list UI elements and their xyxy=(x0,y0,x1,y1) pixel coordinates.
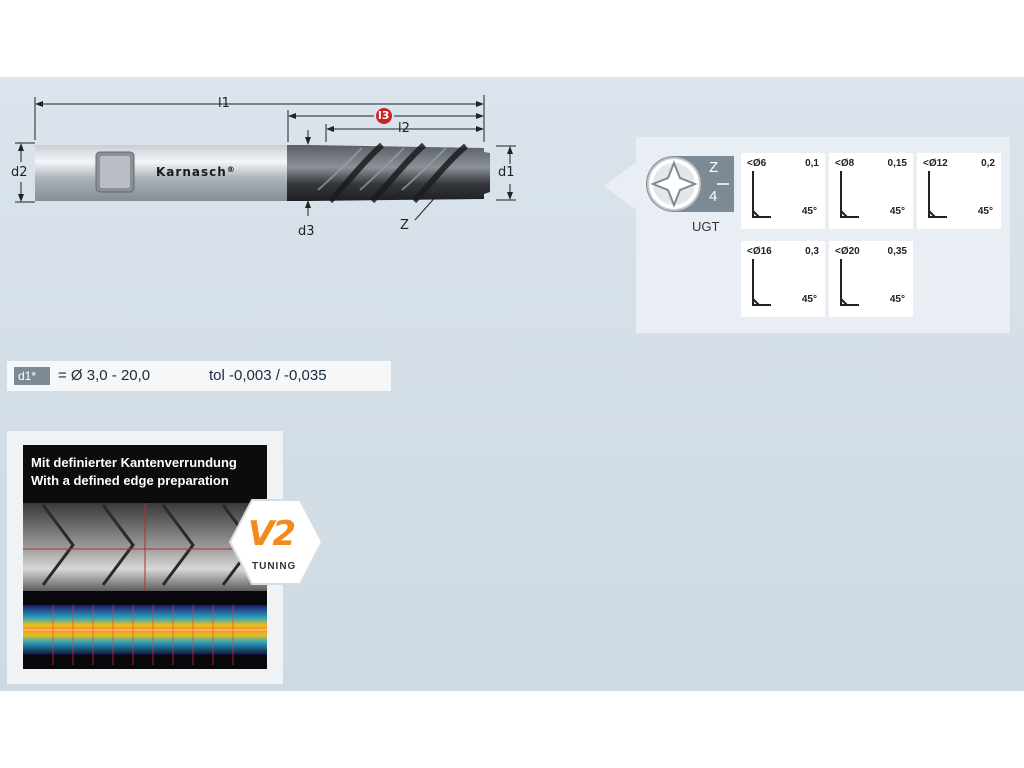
panel-pointer xyxy=(604,162,636,210)
label-d1: d1 xyxy=(498,165,515,180)
caption-german: Mit definierter Kantenverrundung xyxy=(31,455,237,470)
corner-value: 0,2 xyxy=(981,158,995,169)
corner-chamfer-card: <Ø8 0,15 45° xyxy=(829,153,913,229)
v2-label: V2 xyxy=(248,514,296,554)
v2-tuning-badge xyxy=(228,499,324,585)
label-d3: d3 xyxy=(298,224,315,239)
label-d2: d2 xyxy=(11,165,28,180)
type-label: UGT xyxy=(692,219,720,234)
l3-marker xyxy=(376,108,392,124)
label-l1: l1 xyxy=(218,96,230,111)
brand-mark: ® xyxy=(226,165,236,174)
corner-angle: 45° xyxy=(889,294,905,305)
corner-value: 0,1 xyxy=(805,158,819,169)
corner-diameter: <Ø8 xyxy=(835,158,855,169)
corner-value: 0,15 xyxy=(887,158,907,169)
corner-diameter: <Ø6 xyxy=(747,158,767,169)
corner-angle: 45° xyxy=(801,294,817,305)
corner-chamfer-card: <Ø16 0,3 45° xyxy=(741,241,825,317)
corner-angle: 45° xyxy=(801,206,817,217)
corner-diameter: <Ø20 xyxy=(835,246,860,257)
corner-diameter: <Ø16 xyxy=(747,246,772,257)
diameter-spec: d1* = Ø 3,0 - 20,0 tol -0,003 / -0,035 xyxy=(7,361,391,391)
tolerance: tol -0,003 / -0,035 xyxy=(209,367,327,384)
corner-angle: 45° xyxy=(889,206,905,217)
label-l3: l3 xyxy=(378,109,390,122)
corner-diameter: <Ø12 xyxy=(923,158,948,169)
diameter-range: = Ø 3,0 - 20,0 xyxy=(58,367,151,384)
corner-value: 0,35 xyxy=(887,246,907,257)
edge-preparation-image: Mit definierter Kantenverrundung With a … xyxy=(23,445,267,669)
corner-value: 0,3 xyxy=(805,246,819,257)
micro-photo xyxy=(23,503,267,669)
d1-badge: d1* xyxy=(14,367,50,385)
caption-english: With a defined edge preparation xyxy=(31,473,229,488)
flutes-count: 4 xyxy=(709,188,718,205)
brand-name: Karnasch xyxy=(156,165,227,179)
flutes-symbol: Z xyxy=(709,159,719,176)
tool-drawing xyxy=(15,95,516,221)
brand-logo: Karnasch® xyxy=(156,165,236,179)
label-l2: l2 xyxy=(398,121,410,136)
corner-chamfer-card: <Ø6 0,1 45° xyxy=(741,153,825,229)
corner-chamfer-card: <Ø20 0,35 45° xyxy=(829,241,913,317)
label-z: Z xyxy=(400,218,409,233)
tool-profile-icon xyxy=(646,156,734,212)
tuning-label: TUNING xyxy=(252,561,297,572)
corner-angle: 45° xyxy=(977,206,993,217)
corner-chamfer-card: <Ø12 0,2 45° xyxy=(917,153,1001,229)
